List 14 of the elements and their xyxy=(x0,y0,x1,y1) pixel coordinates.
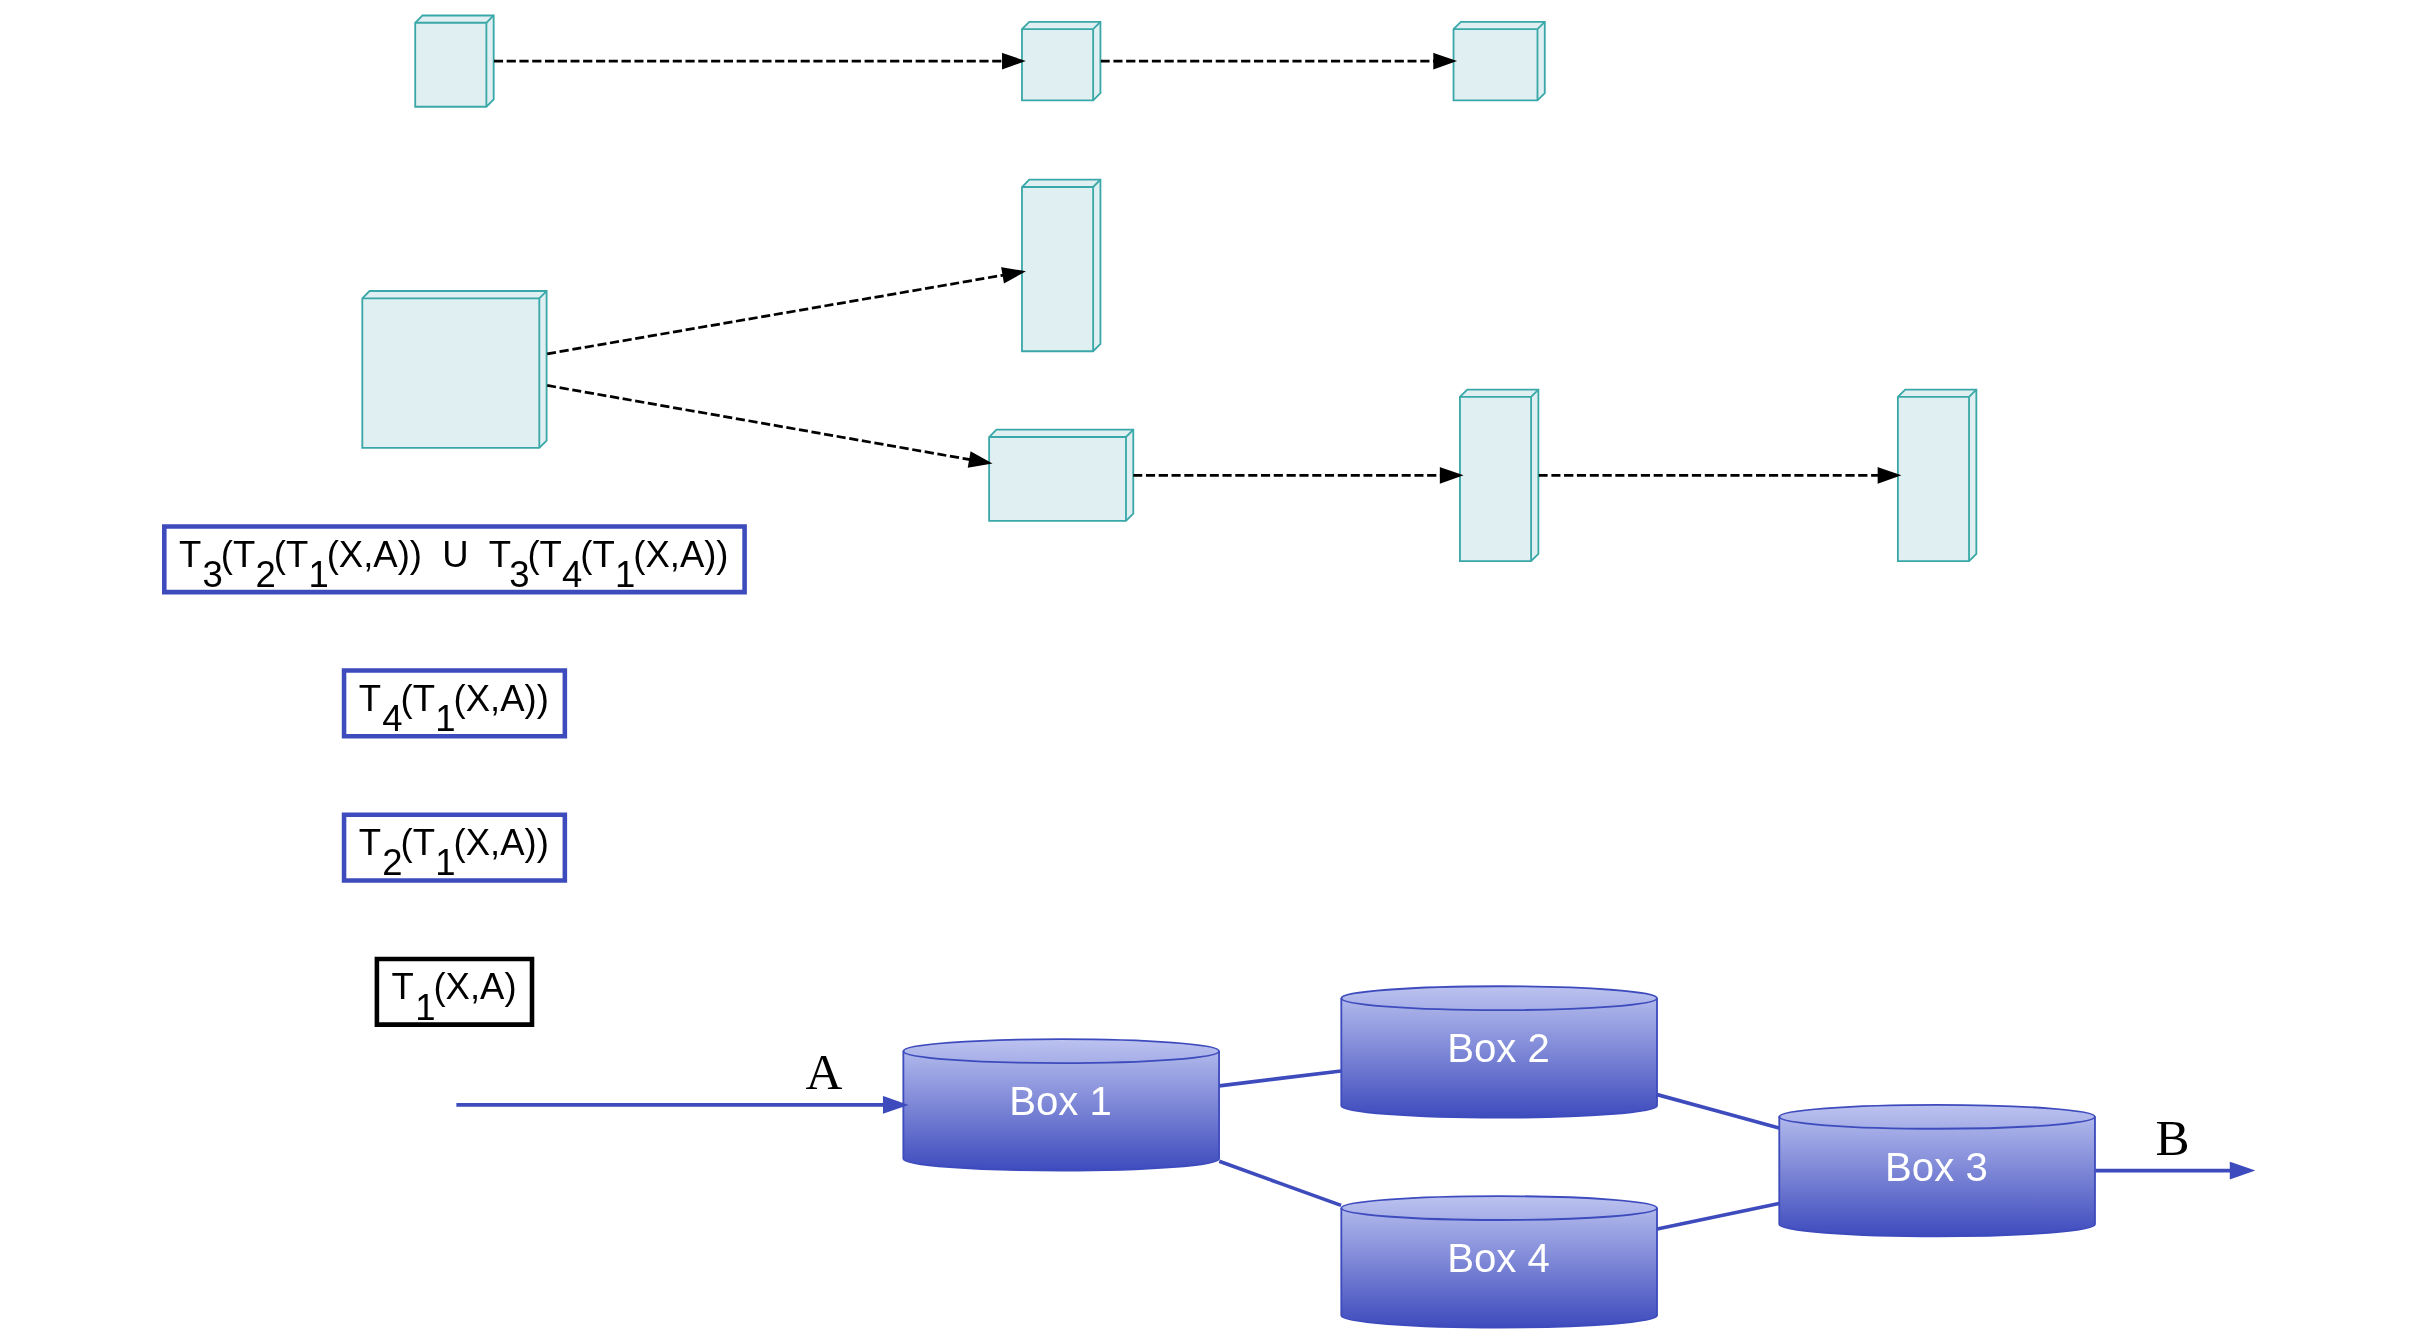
arrow xyxy=(546,384,993,468)
arrow xyxy=(1132,467,1464,484)
arrow xyxy=(1538,467,1901,484)
connector xyxy=(1218,1069,1341,1088)
connector xyxy=(1656,1201,1779,1231)
connector xyxy=(1218,1159,1342,1208)
edge-label: A xyxy=(805,1043,842,1101)
arrow xyxy=(493,52,1026,70)
arrow xyxy=(455,1095,909,1114)
arrow xyxy=(1100,52,1457,70)
arrow xyxy=(2094,1161,2255,1180)
edge-label: B xyxy=(2154,1108,2190,1166)
arrow xyxy=(546,267,1026,356)
connector xyxy=(1656,1092,1779,1130)
